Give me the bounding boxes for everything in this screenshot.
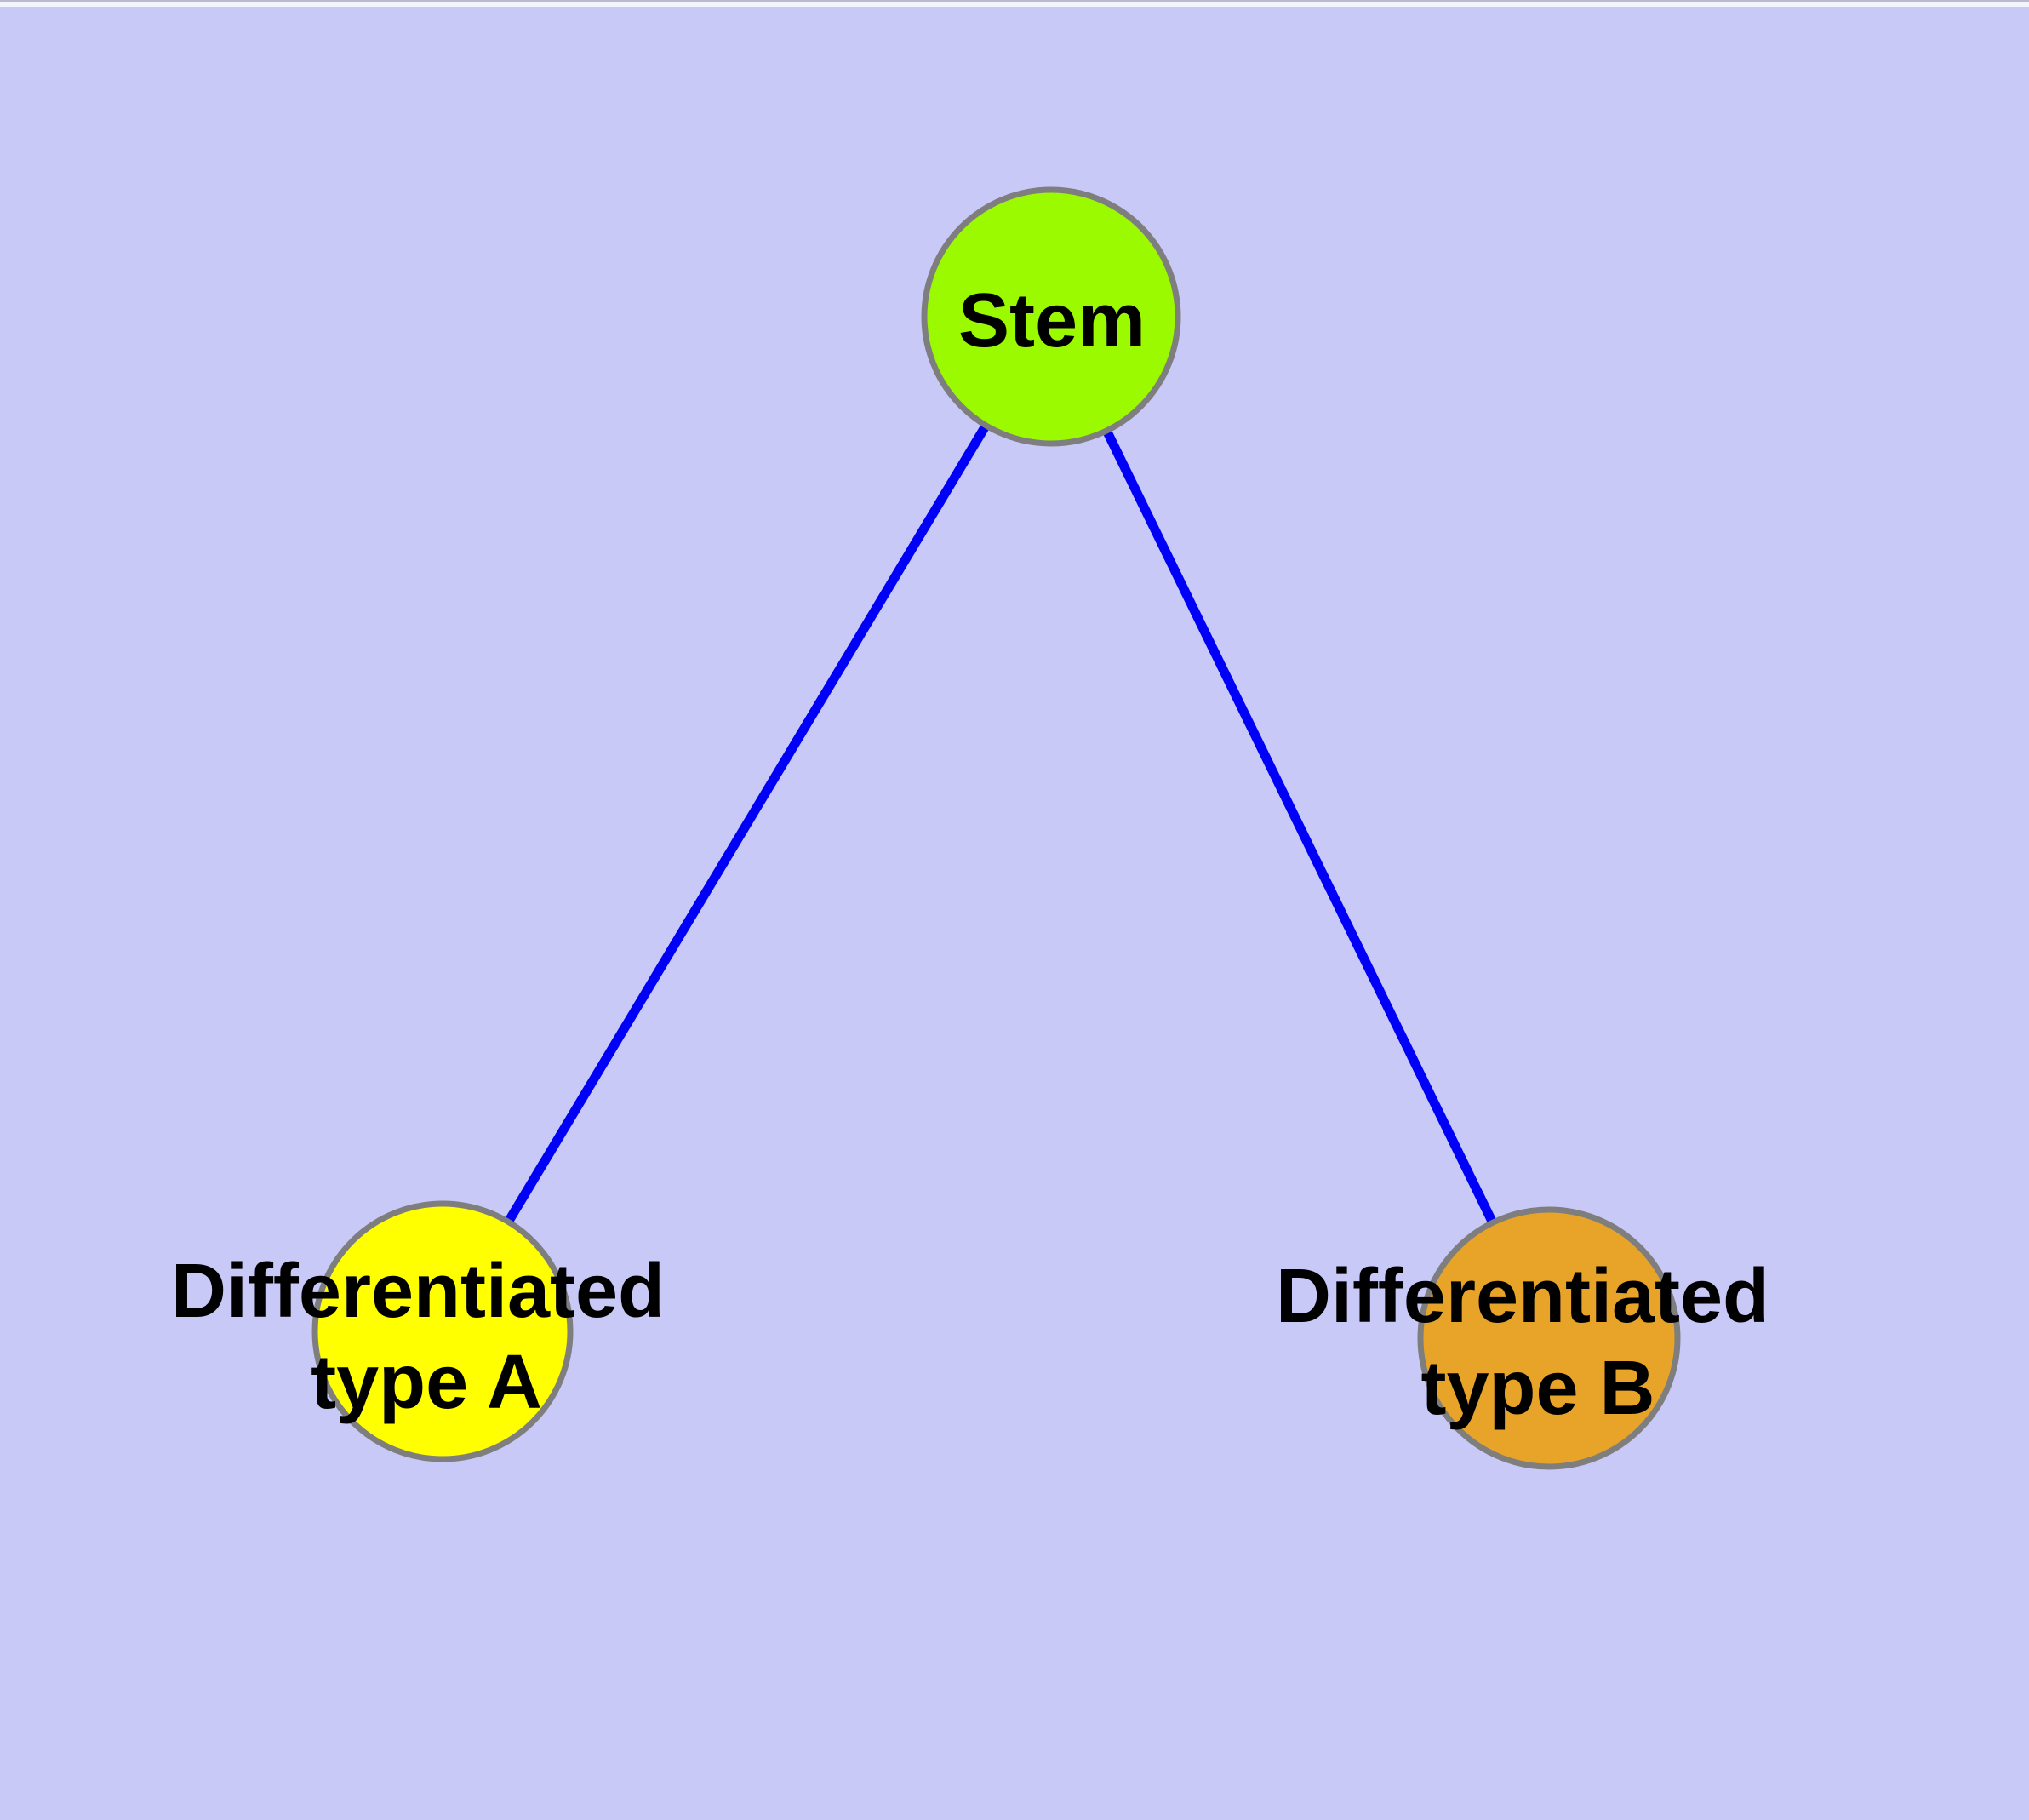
node-type-b-circle: [1417, 1206, 1681, 1470]
node-type-b-label-line2: type B: [1420, 1346, 1655, 1431]
edge-stem-to-type-b: [1047, 314, 1553, 1341]
node-type-a-circle: [311, 1200, 574, 1462]
window-top-edge: [0, 0, 2029, 7]
node-stem-circle: [921, 186, 1181, 447]
node-type-a-label-line2: type A: [311, 1340, 542, 1425]
node-type-b-label-line1: Differentiated: [1276, 1254, 1769, 1339]
node-type-a-label-line1: Differentiated: [171, 1249, 665, 1334]
edge-stem-to-type-a: [438, 314, 1055, 1334]
node-stem-label: Stem: [958, 278, 1146, 363]
